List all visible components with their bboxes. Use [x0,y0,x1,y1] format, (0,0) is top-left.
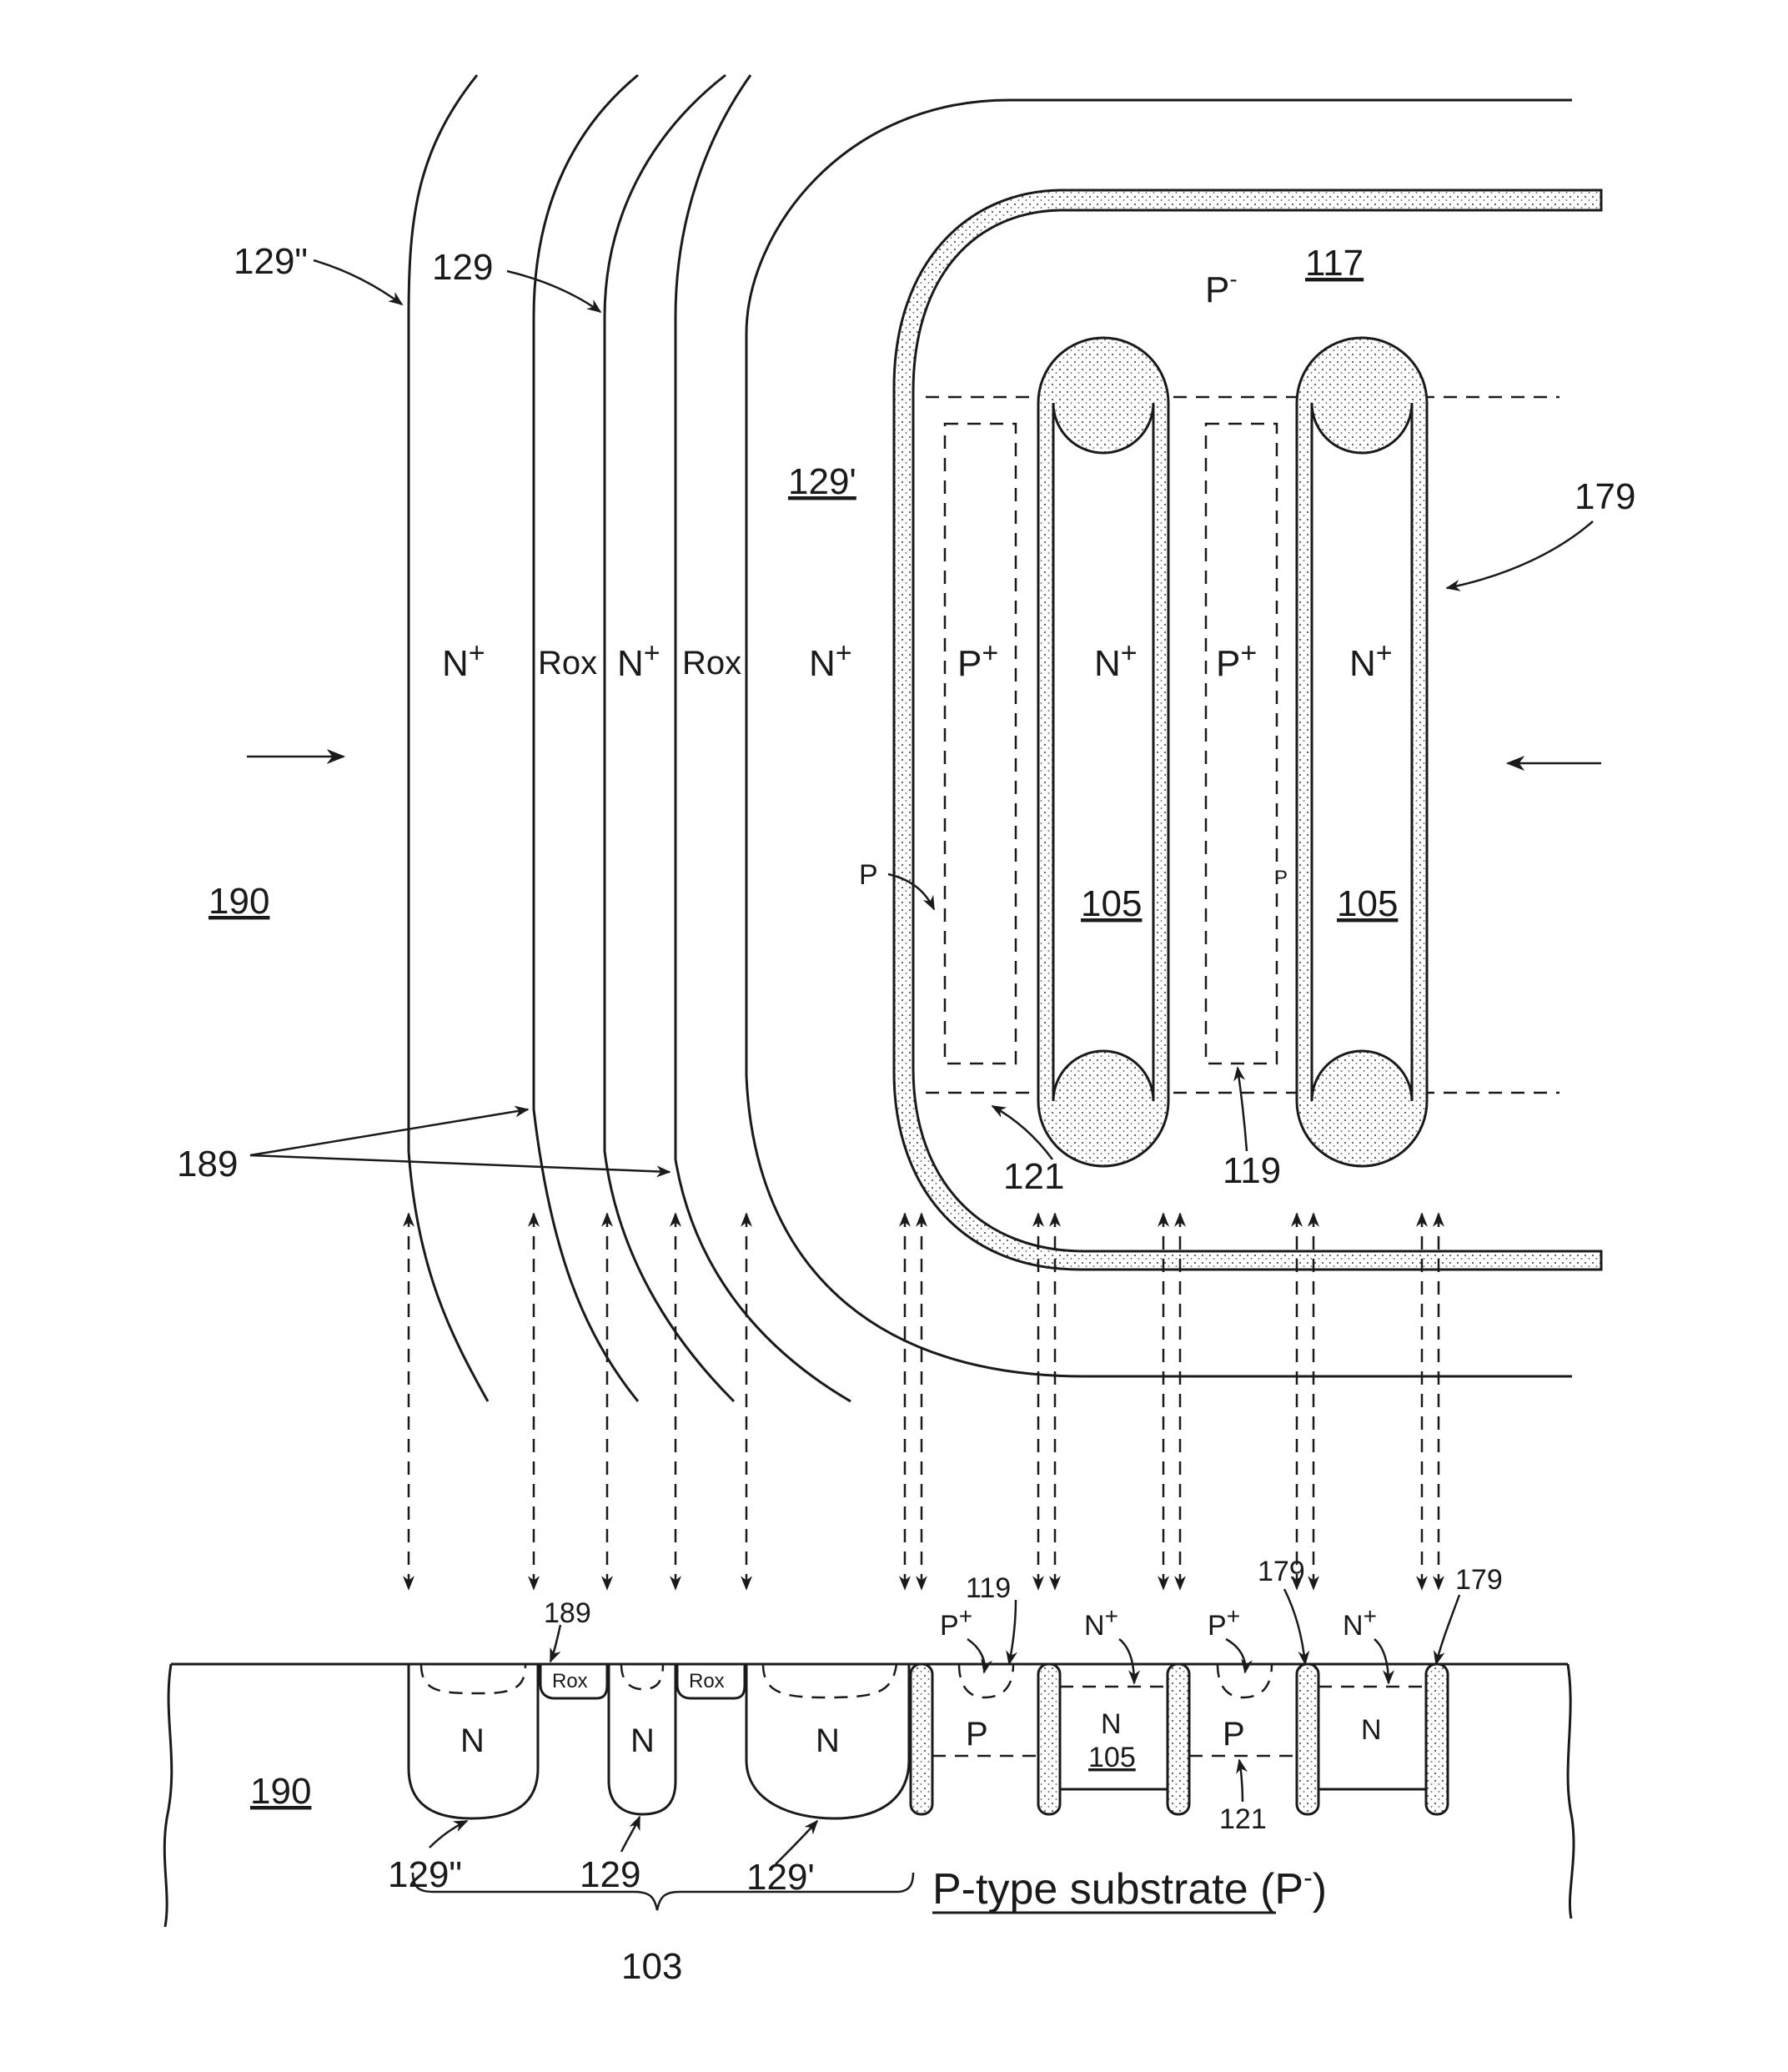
label-189: 189 [177,1144,238,1184]
label-n-bot-1: N [460,1722,485,1759]
label-n-bot-2: N [630,1722,655,1759]
leader-nplus-bot-1 [1119,1639,1134,1683]
label-p-minus: P- [1205,266,1238,310]
label-129-bot: 129 [580,1854,640,1895]
label-p-small-2: P [1274,867,1288,889]
boundary-129-right [605,75,734,1401]
label-nplus-5: N+ [1349,637,1393,684]
label-n-bot-5: N [1361,1714,1382,1746]
label-179-bot-1: 179 [1258,1556,1305,1587]
pplus-region-1 [945,424,1016,1064]
leader-179-bot-1 [1284,1589,1305,1664]
label-nplus-bot-2: N+ [1343,1603,1377,1642]
leader-121-bot [1239,1760,1243,1802]
leader-179 [1447,521,1593,588]
nwell-129dp-inner [421,1664,525,1693]
label-nplus-3: N+ [809,637,852,684]
label-121-top: 121 [1003,1156,1064,1197]
boundary-189-left [534,75,638,1401]
leader-nplus-bot-2 [1374,1639,1389,1683]
pill-105-b [1297,338,1427,1166]
label-129p-top: 129' [788,461,856,502]
label-129dp-bot: 129" [388,1854,462,1895]
label-nplus-bot-1: N+ [1084,1603,1118,1642]
leader-129-bot [621,1817,640,1852]
label-119-top: 119 [1223,1150,1281,1191]
leader-pplus-bot-1 [967,1639,985,1672]
ring-179-outer [894,190,1601,1270]
label-rox-1: Rox [538,645,597,681]
label-105-b: 105 [1337,883,1398,924]
label-p-bot-2: P [1223,1716,1245,1753]
label-129p-bot: 129' [746,1857,815,1898]
label-rox-2: Rox [682,645,741,681]
label-nplus-2: N+ [617,637,660,684]
label-189-bot: 189 [544,1597,591,1629]
label-179-bot-2: 179 [1455,1564,1503,1596]
leader-119-bot [1009,1600,1016,1664]
leader-pplus-bot-2 [1226,1639,1245,1672]
label-121-bot: 121 [1219,1803,1267,1835]
trench-3 [1168,1664,1189,1814]
label-179-top: 179 [1575,476,1635,517]
leader-179-bot-2 [1436,1595,1459,1664]
label-pplus-bot-2: P+ [1208,1603,1240,1642]
label-p-bot-1: P [966,1716,988,1753]
label-pplus-bot-1: P+ [940,1603,972,1642]
label-129dp-top: 129" [234,241,308,282]
label-n-bot-4: N [1101,1708,1122,1740]
brace-103 [413,1873,913,1910]
label-pplus-1: P+ [957,637,998,684]
nwell-129p-inner [763,1664,897,1697]
trench-1 [911,1664,932,1814]
label-103: 103 [621,1946,682,1987]
pill-105-a [1038,338,1168,1166]
pplus-arc-1 [959,1664,1013,1697]
leader-129dp-bot [429,1821,467,1848]
label-substrate: P-type substrate (P-) [932,1863,1327,1914]
leader-189-bot [550,1625,560,1662]
leader-129 [507,271,600,312]
trench-2 [1038,1664,1060,1814]
label-190-top: 190 [208,881,269,922]
leader-189-a [250,1109,528,1155]
edge-right [1568,1664,1574,1919]
trench-4 [1297,1664,1318,1814]
label-rox-bot-2: Rox [689,1670,725,1692]
label-n-bot-3: N [816,1722,840,1759]
pplus-region-2 [1206,424,1277,1064]
label-nplus-4: N+ [1094,637,1138,684]
label-119-bot: 119 [966,1572,1011,1604]
label-117: 117 [1305,243,1364,284]
trench-5 [1426,1664,1448,1814]
label-105-a: 105 [1081,883,1142,924]
nwell-129-inner [621,1664,663,1689]
edge-left [164,1664,172,1927]
label-p-small-1: P [859,859,878,891]
label-129-top: 129 [432,247,493,288]
leader-129dp [314,260,402,304]
label-190-bot: 190 [250,1771,311,1812]
boundary-189-right [676,75,851,1401]
label-pplus-2: P+ [1216,637,1257,684]
label-rox-bot-1: Rox [552,1670,588,1692]
label-nplus-1: N+ [442,637,485,684]
label-105-bot: 105 [1088,1742,1136,1773]
leader-119 [1238,1068,1247,1151]
